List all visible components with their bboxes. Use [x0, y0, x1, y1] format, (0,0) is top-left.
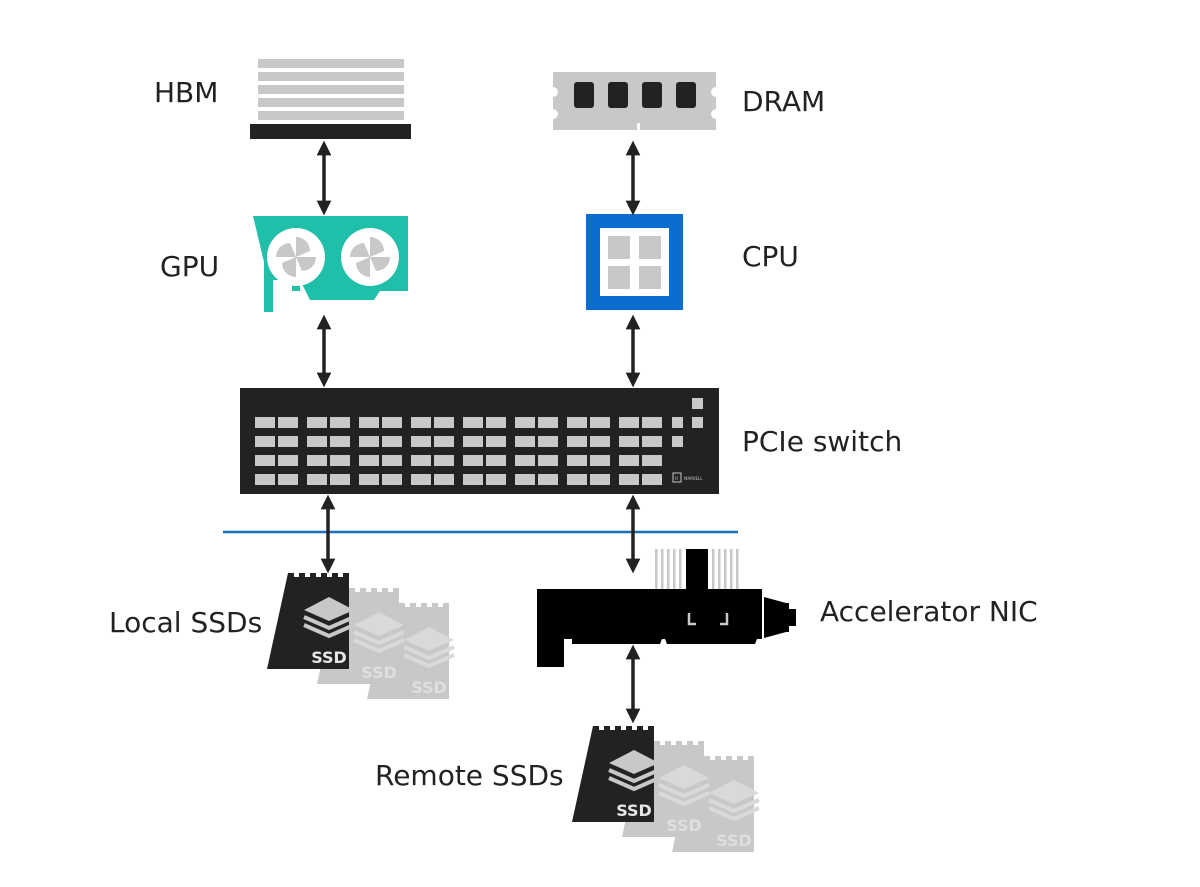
- switch-port: [463, 455, 483, 466]
- switch-port: [590, 417, 610, 428]
- switch-port: [515, 417, 535, 428]
- connection-arrows: [316, 140, 641, 724]
- switch-port: [359, 417, 379, 428]
- switch-port: [642, 417, 662, 428]
- switch-port: [382, 474, 402, 485]
- switch-port: [307, 474, 327, 485]
- switch-port: [255, 474, 275, 485]
- switch-port: [642, 455, 662, 466]
- switch-port: [359, 474, 379, 485]
- switch-port: [382, 436, 402, 447]
- ssd-badge: SSD: [311, 648, 347, 667]
- switch-port: [515, 436, 535, 447]
- switch-port: [434, 436, 454, 447]
- switch-port: [590, 436, 610, 447]
- switch-port: [692, 398, 703, 409]
- label-local-ssds: Local SSDs: [109, 606, 263, 639]
- switch-port: [411, 474, 431, 485]
- switch-port: [590, 455, 610, 466]
- switch-port: [619, 455, 639, 466]
- ssd-badge: SSD: [361, 663, 397, 682]
- pcie-switch-icon: FI MARVELL: [240, 388, 719, 494]
- label-cpu: CPU: [742, 240, 799, 273]
- switch-port: [434, 455, 454, 466]
- switch-port: [307, 455, 327, 466]
- switch-port: [672, 417, 683, 428]
- label-hbm: HBM: [154, 76, 219, 109]
- fan-icon: [276, 237, 316, 277]
- switch-port: [278, 455, 298, 466]
- fan-icon: [350, 237, 390, 277]
- label-dram: DRAM: [742, 85, 826, 118]
- label-remote-ssds: Remote SSDs: [375, 759, 564, 792]
- switch-port: [619, 474, 639, 485]
- switch-port: [515, 455, 535, 466]
- label-pcie-switch: PCIe switch: [742, 425, 903, 458]
- ssd-badge: SSD: [666, 816, 702, 835]
- switch-port: [411, 436, 431, 447]
- switch-port: [255, 436, 275, 447]
- switch-port: [434, 417, 454, 428]
- remote-ssds-icon: SSD SSD SSD: [572, 726, 760, 852]
- hbm-icon: [250, 59, 411, 139]
- switch-brand: MARVELL: [684, 476, 703, 481]
- switch-port: [642, 474, 662, 485]
- switch-port: [463, 474, 483, 485]
- switch-port: [538, 455, 558, 466]
- switch-port: [463, 436, 483, 447]
- switch-port: [255, 455, 275, 466]
- switch-port: [255, 417, 275, 428]
- switch-ports: [255, 398, 703, 485]
- switch-port: [567, 474, 587, 485]
- switch-port: [278, 436, 298, 447]
- switch-port: [359, 455, 379, 466]
- ssd-badge: SSD: [716, 831, 752, 850]
- switch-port: [330, 436, 350, 447]
- switch-port: [486, 474, 506, 485]
- switch-port: [672, 436, 683, 447]
- label-gpu: GPU: [160, 250, 220, 283]
- switch-port: [619, 417, 639, 428]
- switch-port: [330, 417, 350, 428]
- switch-port: [567, 417, 587, 428]
- switch-port: [382, 417, 402, 428]
- ssd-icon: SSD: [572, 726, 660, 822]
- switch-port: [486, 455, 506, 466]
- nic-icon: [537, 549, 796, 667]
- switch-port: [330, 455, 350, 466]
- switch-port: [411, 455, 431, 466]
- switch-port: [538, 474, 558, 485]
- ssd-icon: SSD: [267, 573, 355, 669]
- switch-port: [434, 474, 454, 485]
- switch-port: [463, 417, 483, 428]
- switch-port: [359, 436, 379, 447]
- switch-port: [486, 436, 506, 447]
- switch-port: [538, 417, 558, 428]
- switch-port: [590, 474, 610, 485]
- switch-port: [692, 417, 703, 428]
- switch-port: [307, 417, 327, 428]
- switch-port: [642, 436, 662, 447]
- dram-icon: [553, 72, 716, 130]
- switch-port: [619, 436, 639, 447]
- local-ssds-icon: SSD SSD SSD: [267, 573, 455, 699]
- switch-port: [567, 455, 587, 466]
- switch-port: [411, 417, 431, 428]
- switch-port: [278, 474, 298, 485]
- switch-port: [538, 436, 558, 447]
- switch-port: [382, 455, 402, 466]
- switch-brand-logo: FI: [675, 476, 678, 481]
- gpu-icon: [253, 216, 408, 312]
- switch-port: [278, 417, 298, 428]
- switch-port: [486, 417, 506, 428]
- label-accelerator-nic: Accelerator NIC: [820, 595, 1038, 628]
- switch-port: [567, 436, 587, 447]
- switch-port: [307, 436, 327, 447]
- switch-port: [330, 474, 350, 485]
- switch-port: [515, 474, 535, 485]
- ssd-badge: SSD: [411, 678, 447, 697]
- cpu-icon: [586, 214, 683, 310]
- ssd-badge: SSD: [616, 801, 652, 820]
